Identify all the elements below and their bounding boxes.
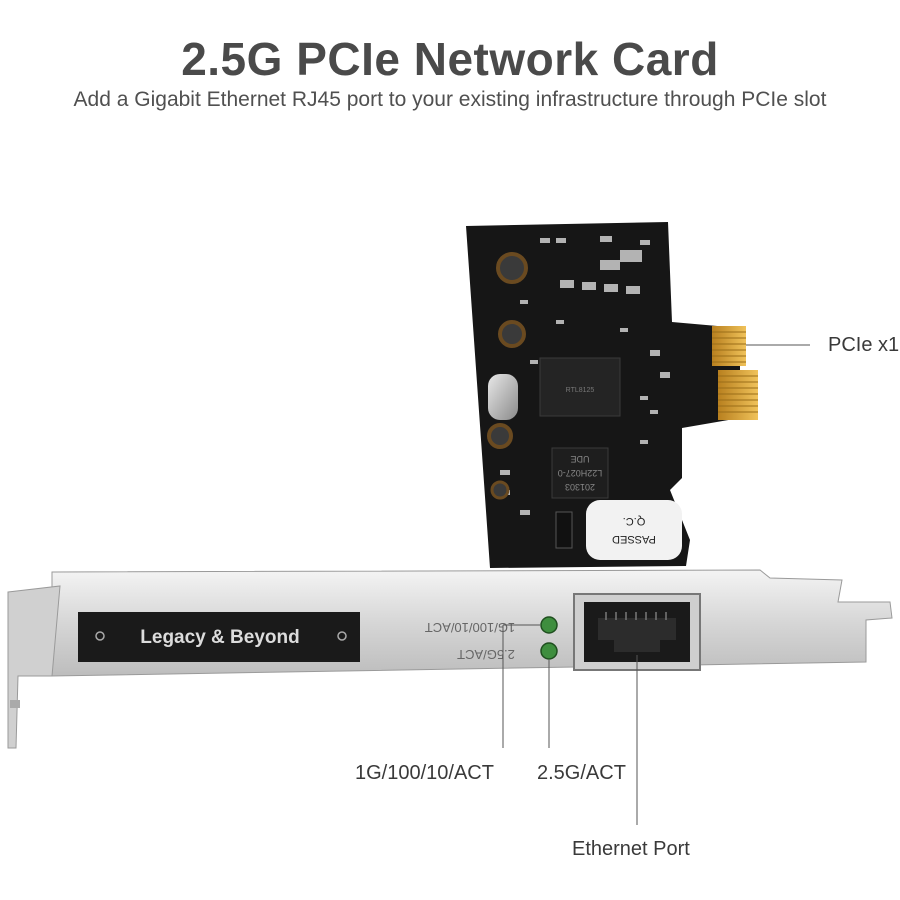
svg-text:PASSED: PASSED: [612, 533, 656, 545]
led-label-25g: 2.5G/ACT: [457, 647, 515, 662]
led-1g-indicator: [540, 616, 558, 634]
callout-pcie-x1: PCIe x1: [828, 334, 900, 356]
page-subtitle: Add a Gigabit Ethernet RJ45 port to your…: [73, 88, 827, 111]
svg-text:L22H027-0: L22H027-0: [558, 468, 603, 478]
controller-chip: RTL8125: [539, 357, 621, 417]
svg-text:UDE: UDE: [570, 454, 589, 464]
callout-1g-activity: 1G/100/10/ACT: [355, 762, 494, 784]
led-25g-indicator: [540, 642, 558, 660]
callout-lines: [502, 344, 810, 825]
svg-text:201303: 201303: [565, 482, 595, 492]
pcb-board: RTL8125 201303 L22H027-0 UDE PASSED Q.C.: [466, 222, 758, 568]
pin-header: [555, 511, 573, 549]
led-label-1g: 1G/100/10/ACT: [425, 620, 515, 635]
callout-25g-activity: 2.5G/ACT: [537, 762, 626, 784]
svg-text:Q.C.: Q.C.: [623, 515, 646, 527]
qc-passed-sticker: PASSED Q.C.: [586, 500, 682, 560]
callout-ethernet-port: Ethernet Port: [572, 838, 690, 860]
inductor-components: [487, 252, 528, 500]
page-title: 2.5G PCIe Network Card: [181, 33, 719, 85]
crystal-oscillator: [488, 374, 518, 420]
svg-text:Legacy & Beyond: Legacy & Beyond: [140, 627, 299, 648]
lan-transformer: 201303 L22H027-0 UDE: [551, 447, 609, 499]
svg-text:RTL8125: RTL8125: [566, 387, 595, 394]
brand-plate: Legacy & Beyond: [78, 612, 360, 662]
pcie-gold-contacts: [712, 326, 758, 420]
metal-bracket: Legacy & Beyond 1G/100/10/ACT 2.5G/ACT: [7, 569, 893, 749]
